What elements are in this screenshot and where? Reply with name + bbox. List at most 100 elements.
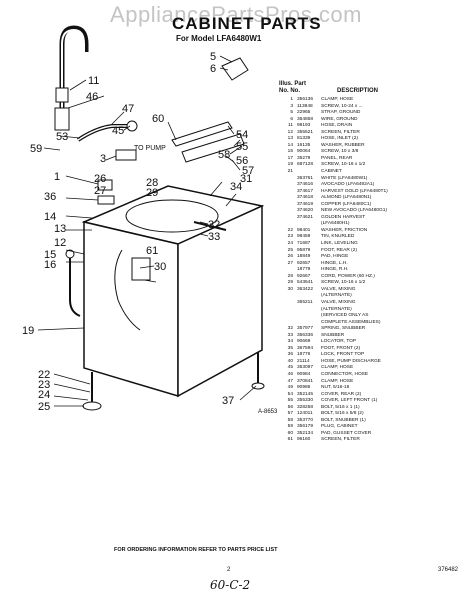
part-no: 355330 — [297, 398, 314, 404]
drawing-number: A-8653 — [258, 409, 278, 415]
document-number: 376482 — [438, 567, 459, 573]
page-number: 2 — [227, 567, 231, 573]
header-no-no: No. No. — [279, 88, 300, 94]
illus-no: 24 — [287, 241, 293, 247]
callout-59: 59 — [30, 143, 42, 155]
part-no: 353770 — [297, 417, 314, 423]
illus-no: 57 — [287, 411, 293, 417]
page-title: CABINET PARTS — [172, 14, 322, 33]
description: SCREW, 10-24 x ... — [321, 103, 363, 109]
callout-33: 33 — [208, 231, 220, 243]
description: SCREW, 10-16 x 1/2 — [321, 162, 366, 168]
description: PLUG, CABINET — [321, 424, 358, 430]
parts-list-row: (LFA6480H1) — [279, 221, 469, 228]
part-no: 543641 — [297, 280, 314, 286]
illus-no: 36 — [287, 352, 293, 358]
description: SCREEN, FILTER — [321, 437, 360, 443]
illus-no: 25 — [287, 247, 293, 253]
part-no: 352134 — [297, 430, 314, 436]
description: WIRE, GROUND — [321, 116, 358, 122]
callout-5: 5 — [210, 51, 216, 63]
illus-no: 30 — [287, 286, 293, 292]
description: WASHER, RUBBER — [321, 142, 365, 148]
cabinet-body — [83, 221, 179, 398]
callout-12: 12 — [54, 237, 66, 249]
part-no: 90986 — [297, 385, 311, 391]
description: AVOCADO (LFA6492A1) — [321, 182, 375, 188]
header-description: DESCRIPTION — [337, 88, 379, 94]
description: (LFA6480H1) — [321, 221, 350, 227]
callout-56: 56 — [236, 155, 248, 167]
callout-24: 24 — [38, 389, 50, 401]
illus-no: 56 — [287, 404, 293, 410]
part-no: 113848 — [297, 103, 313, 109]
illus-no: 22 — [287, 227, 293, 233]
description: COVER, LEFT FRONT (1) — [321, 398, 378, 404]
part-no: 90064 — [297, 149, 311, 155]
part-no: 92657 — [297, 260, 311, 266]
callout-28: 28 — [146, 177, 158, 189]
illus-no: 17 — [287, 155, 293, 161]
illus-no: 32 — [287, 326, 293, 332]
callout-23: 23 — [38, 379, 50, 391]
illus-no: 58 — [287, 417, 293, 423]
description: LINK, LEVELING — [321, 241, 358, 247]
part-no: 35279 — [297, 155, 311, 161]
part-no: 16135 — [297, 142, 311, 148]
illus-no: 60 — [287, 430, 293, 436]
illus-no: 35 — [287, 345, 293, 351]
callout-29: 29 — [146, 187, 158, 199]
callout-61: 61 — [146, 245, 158, 257]
description: SPRING, SNUBBER — [321, 326, 366, 332]
part-no: 374619 — [297, 201, 314, 207]
description: BOLT, 5/16 x 5/8 (2) — [321, 411, 364, 417]
description: COMPLETE ASSEMBLIES) — [321, 319, 381, 325]
description: SNUBBER — [321, 332, 345, 338]
callout-53: 53 — [56, 131, 68, 143]
description: CLAMP, HOSE — [321, 365, 354, 371]
part-no: 22965 — [297, 110, 311, 116]
part-no: 98193 — [297, 123, 311, 129]
illus-no: 47 — [287, 378, 293, 384]
description: STRAP, GROUND — [321, 110, 361, 116]
callout-54: 54 — [236, 129, 248, 141]
to-pump-label: TO PUMP — [134, 145, 166, 152]
description: SCREW, 10 x 3/8 — [321, 149, 359, 155]
part-no: 365211 — [297, 299, 313, 305]
part-no: 18849 — [297, 254, 311, 260]
callout-32: 32 — [208, 219, 220, 231]
callout-16: 16 — [44, 259, 56, 271]
callout-26: 26 — [94, 173, 106, 185]
part-no: 328258 — [297, 404, 314, 410]
illus-no: 33 — [287, 332, 293, 338]
description: BOLT, SNUBBER (1) — [321, 417, 366, 423]
part-no: 81339 — [297, 136, 311, 142]
parts-list-row: (ALTERNATE) — [279, 307, 469, 314]
callout-34: 34 — [230, 181, 242, 193]
parts-list-row: (SERVICED ONLY AS — [279, 313, 469, 320]
